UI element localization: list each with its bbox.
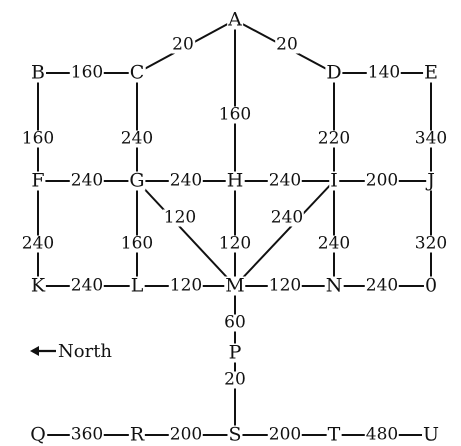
north-label: North: [58, 341, 113, 362]
distance-label-a-c: 20: [171, 34, 195, 55]
node-j: J: [426, 169, 436, 192]
node-p: P: [227, 341, 243, 364]
distance-label-f-g: 240: [69, 170, 105, 191]
left-arrow-icon: [30, 343, 56, 361]
distance-label-c-g: 240: [119, 128, 155, 149]
distance-label-i-m: 240: [269, 207, 305, 228]
distance-label-t-u: 480: [364, 424, 400, 445]
node-e: E: [423, 61, 439, 84]
node-t: T: [326, 423, 342, 446]
distance-label-h-m: 120: [217, 233, 253, 254]
node-r: R: [128, 423, 146, 446]
distance-label-i-n: 240: [316, 233, 352, 254]
road-g-m: [136, 180, 236, 287]
node-f: F: [30, 169, 46, 192]
distance-label-a-m: 160: [217, 104, 253, 125]
distance-label-r-s: 200: [168, 424, 204, 445]
distance-label-g-l: 160: [119, 233, 155, 254]
node-l: L: [129, 274, 145, 297]
distance-label-f-k: 240: [20, 233, 56, 254]
distance-label-g-m: 120: [162, 207, 198, 228]
node-c: C: [128, 61, 146, 84]
distance-label-l-m: 120: [168, 275, 204, 296]
node-q: Q: [29, 423, 47, 446]
node-n: N: [324, 274, 344, 297]
distance-label-b-c: 160: [69, 62, 105, 83]
distance-label-p-s: 20: [223, 369, 247, 390]
road-i-m: [234, 180, 335, 287]
node-i: I: [329, 169, 339, 192]
distance-label-a-d: 20: [275, 34, 299, 55]
node-h: H: [225, 169, 245, 192]
distance-label-m-p: 60: [223, 312, 247, 333]
north-indicator: North: [30, 343, 112, 361]
distance-label-q-r: 360: [69, 424, 105, 445]
distance-label-d-i: 220: [316, 128, 352, 149]
distance-label-s-t: 200: [267, 424, 303, 445]
node-d: D: [325, 61, 343, 84]
distance-label-i-j: 200: [364, 170, 400, 191]
node-a: A: [227, 8, 243, 31]
distance-label-g-h: 240: [168, 170, 204, 191]
distance-label-b-f: 160: [20, 128, 56, 149]
node-u: U: [421, 423, 441, 446]
node-s: S: [227, 423, 243, 446]
distance-label-j-o: 320: [413, 233, 449, 254]
distance-label-e-j: 340: [413, 128, 449, 149]
distance-label-h-i: 240: [267, 170, 303, 191]
distance-label-k-l: 240: [69, 275, 105, 296]
node-o: 0: [423, 274, 439, 297]
node-k: K: [29, 274, 47, 297]
node-g: G: [128, 169, 146, 192]
distance-label-d-e: 140: [366, 62, 402, 83]
distance-label-n-o: 240: [364, 275, 400, 296]
distance-label-m-n: 120: [267, 275, 303, 296]
node-b: B: [30, 61, 46, 84]
node-m: M: [224, 274, 246, 297]
